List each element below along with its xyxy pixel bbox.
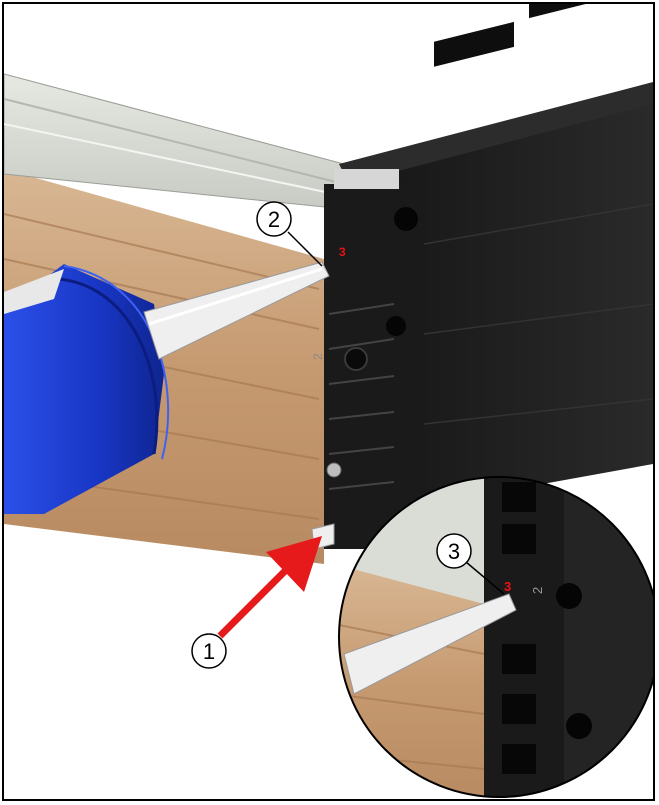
caulk-gun [4, 261, 330, 514]
caulk-nozzle [143, 261, 330, 360]
callout-1-number: 1 [203, 639, 215, 664]
zoom-detail: 3 2 [338, 476, 653, 798]
red-arrow [217, 536, 322, 639]
callout-2-number: 2 [268, 207, 280, 232]
red-mark-upper: 3 [339, 245, 346, 259]
side-mark-zoom: 2 [530, 587, 545, 594]
callout-2: 2 [256, 201, 292, 237]
red-mark-zoom: 3 [504, 579, 511, 594]
callout-3-number: 3 [448, 539, 460, 564]
mounting-hole-middle [386, 316, 406, 336]
callout-2-leader [287, 231, 323, 267]
mounting-hole-top [394, 207, 418, 231]
zoom-nozzle [343, 593, 517, 695]
assembly-illustration: 3 2 [4, 4, 653, 798]
callout-1: 1 [191, 633, 227, 669]
side-mark-upper: 2 [311, 353, 325, 360]
callout-3-leader [465, 561, 505, 595]
end-cap: 3 2 [311, 169, 419, 549]
black-rail-body [339, 4, 653, 509]
callout-3: 3 [436, 533, 472, 569]
